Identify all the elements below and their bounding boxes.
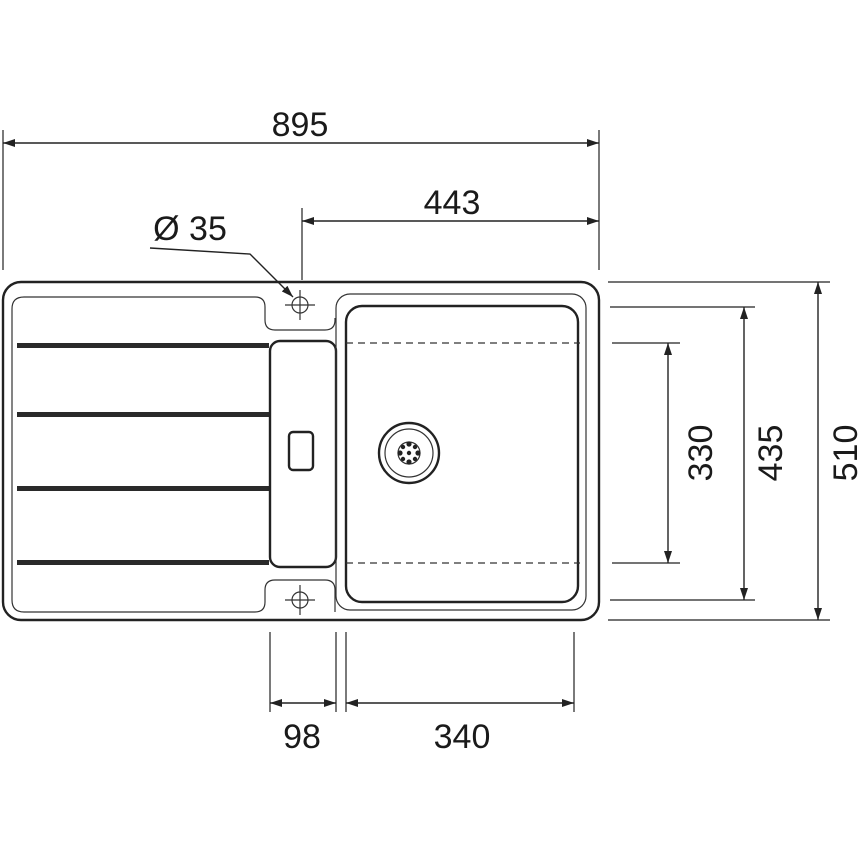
bowl-inner-length-label: 330 [682, 425, 720, 482]
sink-body [1, 280, 601, 622]
drainer-groove [17, 560, 269, 565]
drainer-outline [11, 296, 336, 613]
tap-hole-leader-line [149, 247, 294, 298]
bowl-outer-length-label: 435 [752, 425, 790, 482]
sink-outer-rim [1, 280, 601, 622]
overall-depth-label: 510 [827, 425, 860, 482]
drainer-groove [17, 343, 269, 348]
bowl-inner-edge [344, 304, 580, 604]
drainer-groove [17, 486, 269, 491]
extension-lines [2, 130, 830, 712]
bowl-outer-rim [335, 293, 587, 611]
drainer-groove [17, 412, 269, 417]
drain-icon [377, 421, 441, 485]
drainer-offset-label: 98 [283, 718, 321, 756]
overflow-slot [287, 430, 315, 472]
overflow-recess [268, 339, 338, 569]
bowl-section-width-label: 443 [424, 184, 481, 222]
tap-hole-icon [285, 585, 315, 615]
bowl-width-label: 340 [434, 718, 491, 756]
tap-hole-diameter-label: Ø 35 [153, 210, 227, 248]
overall-width-label: 895 [272, 106, 329, 144]
tap-hole-icon [285, 290, 315, 320]
